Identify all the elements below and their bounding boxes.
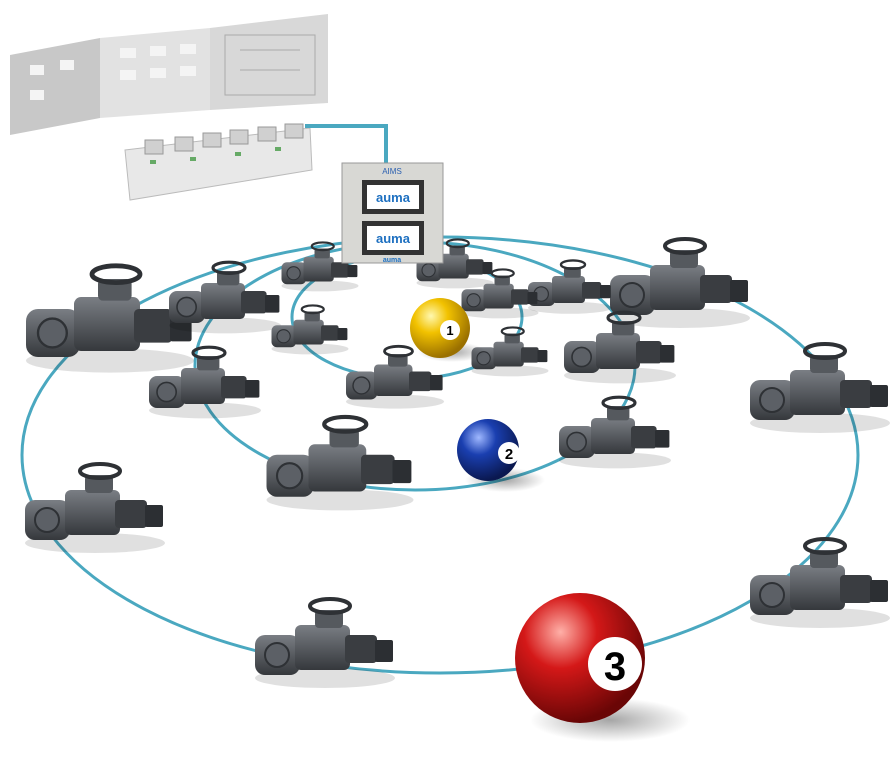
aims-cabinet: AIMS auma auma auma xyxy=(341,162,444,264)
valve-actuator xyxy=(416,238,494,289)
screen-top-logo: auma xyxy=(376,190,411,205)
valve-actuator xyxy=(564,310,676,384)
valve-actuator xyxy=(25,462,165,553)
ball-3: 3 xyxy=(515,593,690,742)
valve-actuator xyxy=(281,241,359,292)
ball-1-label: 1 xyxy=(446,323,453,338)
valve-actuator xyxy=(25,263,194,373)
valve-actuator xyxy=(528,259,612,314)
control-link-cable xyxy=(305,124,388,165)
control-desk-console xyxy=(124,123,313,201)
ball-1: 1 xyxy=(410,298,486,362)
valve-actuator xyxy=(169,260,281,334)
ball-3-label: 3 xyxy=(604,645,626,689)
valve-actuator xyxy=(750,537,890,628)
cabinet-footer-logo: auma xyxy=(383,257,401,264)
screen-bottom-logo: auma xyxy=(376,231,411,246)
valve-actuator xyxy=(271,304,349,355)
control-room-wall-screens xyxy=(10,14,328,135)
valve-actuator xyxy=(461,268,539,319)
cabinet-title: AIMS xyxy=(382,167,402,176)
valve-actuator xyxy=(346,344,444,409)
valve-actuator xyxy=(266,414,414,511)
ball-2: 2 xyxy=(457,419,545,492)
valve-actuator xyxy=(559,395,671,469)
valve-actuator xyxy=(610,237,750,328)
valve-actuator xyxy=(149,345,261,419)
valve-actuator xyxy=(255,597,395,688)
ball-2-label: 2 xyxy=(505,446,513,463)
valve-actuator xyxy=(750,342,890,433)
